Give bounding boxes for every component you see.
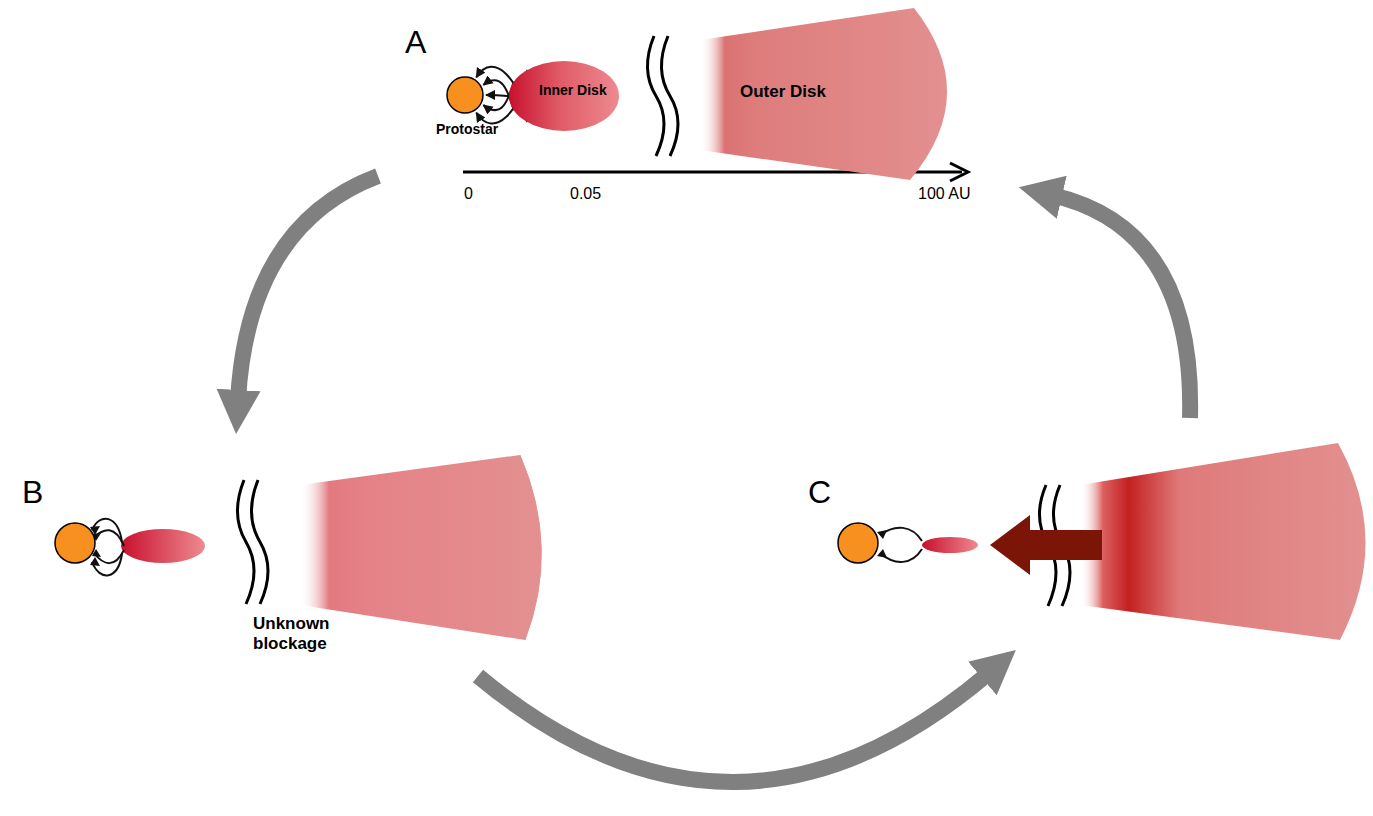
cycle-arrow xyxy=(478,672,990,782)
stage-b xyxy=(55,455,541,640)
annotation: Unknown blockage xyxy=(253,614,349,653)
star-node: Protostar xyxy=(430,74,520,164)
cycle-arrow xyxy=(238,176,378,400)
field-line-path xyxy=(486,95,509,96)
cycle-arrow xyxy=(1052,195,1190,418)
node-label: Outer Disk xyxy=(740,82,826,102)
axis-head xyxy=(950,163,968,181)
inner-disk-ellipse xyxy=(509,61,619,131)
panel-letter: A xyxy=(405,24,426,61)
panel-letter: B xyxy=(22,474,43,511)
axis-tick-label: 0 xyxy=(464,185,473,203)
outer-node: Outer Disk xyxy=(696,4,971,184)
inner-node: Inner Disk xyxy=(508,60,620,132)
node-label: Protostar xyxy=(436,121,498,137)
stage-c xyxy=(838,443,1366,640)
axis-tick-label: 0.05 xyxy=(570,185,601,203)
node-label: Inner Disk xyxy=(539,82,607,98)
outer-disk-wedge xyxy=(700,8,947,180)
gap-mark xyxy=(661,36,678,156)
outer-shape xyxy=(696,4,971,184)
protostar-circle xyxy=(447,77,483,113)
star-shape xyxy=(430,74,520,164)
axis-tick-label: 100 AU xyxy=(918,185,970,203)
panel-letter: C xyxy=(808,474,831,511)
